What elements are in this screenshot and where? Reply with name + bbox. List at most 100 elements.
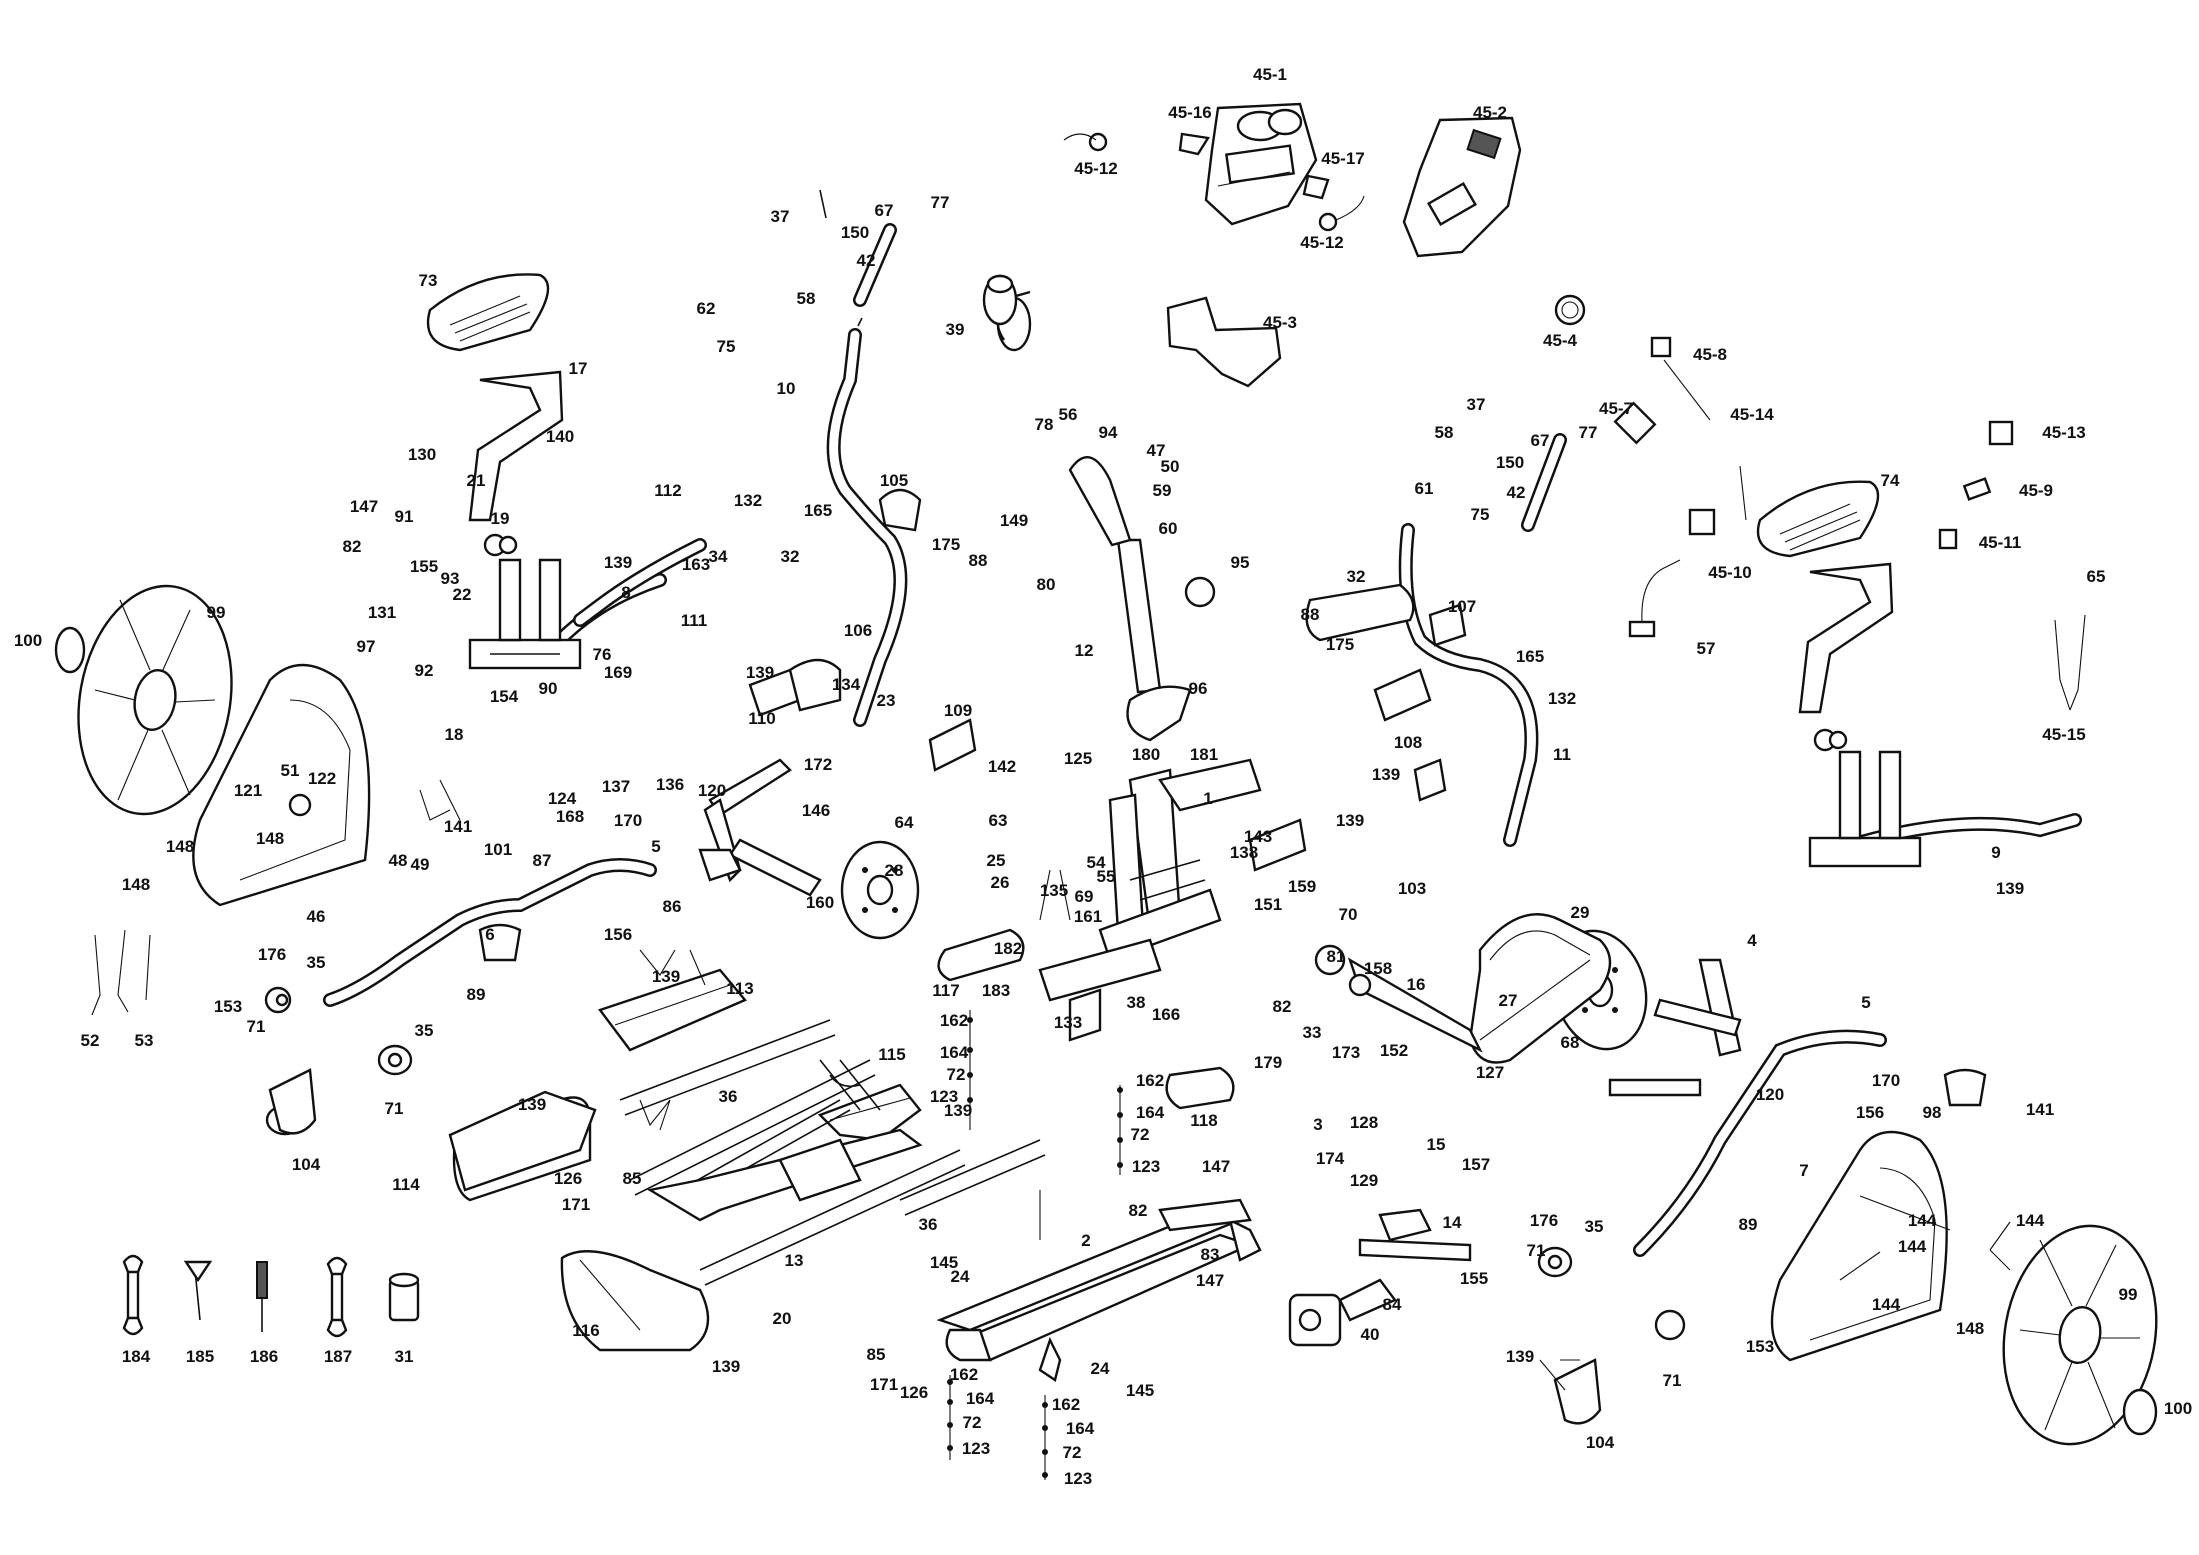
- label-139i: 139: [944, 1101, 972, 1120]
- label-74: 74: [1881, 471, 1900, 490]
- label-85a: 85: [623, 1169, 642, 1188]
- label-140: 140: [546, 427, 574, 446]
- label-65: 65: [2087, 567, 2106, 586]
- label-51: 51: [281, 761, 300, 780]
- label-161: 161: [1074, 907, 1102, 926]
- label-106: 106: [844, 621, 872, 640]
- label-77b: 77: [1579, 423, 1598, 442]
- label-147b: 147: [1196, 1271, 1224, 1290]
- label-29: 29: [1571, 903, 1590, 922]
- label-100a: 100: [14, 631, 42, 650]
- label-77a: 77: [931, 193, 950, 212]
- label-123b: 123: [1132, 1157, 1160, 1176]
- label-58a: 58: [797, 289, 816, 308]
- label-6: 6: [485, 925, 494, 944]
- left-roller: [268, 1068, 317, 1135]
- label-120b: 120: [1756, 1085, 1784, 1104]
- label-123c: 123: [962, 1439, 990, 1458]
- label-60: 60: [1159, 519, 1178, 538]
- label-113: 113: [726, 979, 753, 998]
- left-pedal: [426, 273, 550, 352]
- label-110: 110: [748, 709, 775, 728]
- label-26: 26: [991, 873, 1010, 892]
- label-81: 81: [1327, 947, 1346, 966]
- label-139e: 139: [1996, 879, 2024, 898]
- label-45-15: 45-15: [2042, 725, 2085, 744]
- label-48: 48: [389, 851, 408, 870]
- label-124: 124: [548, 789, 577, 808]
- cover-118: [1165, 1066, 1235, 1110]
- label-162d: 162: [1052, 1395, 1080, 1414]
- label-45-17: 45-17: [1321, 149, 1364, 168]
- label-120a: 120: [698, 781, 726, 800]
- left-side-handrail: [573, 538, 707, 627]
- label-21: 21: [467, 471, 486, 490]
- label-42b: 42: [1507, 483, 1526, 502]
- label-47: 47: [1147, 441, 1166, 460]
- label-45-3: 45-3: [1263, 313, 1297, 332]
- label-89a: 89: [467, 985, 486, 1004]
- label-96: 96: [1189, 679, 1208, 698]
- label-90: 90: [539, 679, 558, 698]
- label-173: 173: [1332, 1043, 1360, 1062]
- console-bracket: [1166, 296, 1282, 388]
- label-164c: 164: [966, 1389, 995, 1408]
- label-91: 91: [395, 507, 414, 526]
- part-labels: 45-1 45-2 45-16 45-12 45-17 45-12 45-3 4…: [14, 65, 2192, 1488]
- label-84: 84: [1383, 1295, 1402, 1314]
- cover-117: [937, 928, 1025, 982]
- label-162c: 162: [950, 1365, 978, 1384]
- label-82a: 82: [1129, 1201, 1148, 1220]
- label-37a: 37: [771, 207, 790, 226]
- label-35c: 35: [1585, 1217, 1604, 1236]
- label-171a: 171: [562, 1195, 590, 1214]
- label-40: 40: [1361, 1325, 1380, 1344]
- label-107: 107: [1448, 597, 1476, 616]
- label-11: 11: [1553, 745, 1571, 764]
- label-162b: 162: [1136, 1071, 1164, 1090]
- label-88a: 88: [969, 551, 988, 570]
- label-133: 133: [1054, 1013, 1082, 1032]
- label-144c: 144: [1898, 1237, 1927, 1256]
- label-45-8: 45-8: [1693, 345, 1727, 364]
- label-45-4: 45-4: [1543, 331, 1578, 350]
- label-126b: 126: [900, 1383, 928, 1402]
- right-pedal-arm: [1633, 1029, 1887, 1257]
- label-184: 184: [122, 1347, 151, 1366]
- label-31: 31: [395, 1347, 414, 1366]
- label-142: 142: [988, 757, 1016, 776]
- label-165a: 165: [804, 501, 832, 520]
- flywheel-pulley: [840, 840, 920, 940]
- label-56: 56: [1059, 405, 1078, 424]
- label-83: 83: [1201, 1245, 1220, 1264]
- main-base-frame: [936, 1208, 1262, 1382]
- label-116: 116: [572, 1321, 599, 1340]
- rail-cover-left: [598, 968, 747, 1052]
- label-82b: 82: [1273, 997, 1292, 1016]
- label-34: 34: [709, 547, 728, 566]
- right-large-side-cover: [1770, 1130, 1948, 1362]
- label-71d: 71: [1663, 1371, 1682, 1390]
- label-153b: 153: [1746, 1337, 1774, 1356]
- label-67a: 67: [875, 201, 894, 220]
- label-50: 50: [1161, 457, 1180, 476]
- label-19: 19: [491, 509, 510, 528]
- label-22: 22: [453, 585, 472, 604]
- label-129: 129: [1350, 1171, 1378, 1190]
- label-1: 1: [1203, 789, 1212, 808]
- label-8: 8: [621, 583, 630, 602]
- label-45-11: 45-11: [1979, 533, 2022, 552]
- label-32a: 32: [781, 547, 800, 566]
- label-122: 122: [308, 769, 336, 788]
- label-71a: 71: [247, 1017, 266, 1036]
- label-70: 70: [1339, 905, 1358, 924]
- label-75a: 75: [717, 337, 736, 356]
- right-pedal: [1756, 480, 1880, 558]
- hardware-stack-left: [947, 1010, 1123, 1480]
- label-139g: 139: [518, 1095, 546, 1114]
- label-153a: 153: [214, 997, 242, 1016]
- label-45-2: 45-2: [1473, 103, 1507, 122]
- crank-axle: [1314, 944, 1483, 1053]
- label-139h: 139: [1506, 1347, 1534, 1366]
- right-crank-link: [1608, 958, 1742, 1097]
